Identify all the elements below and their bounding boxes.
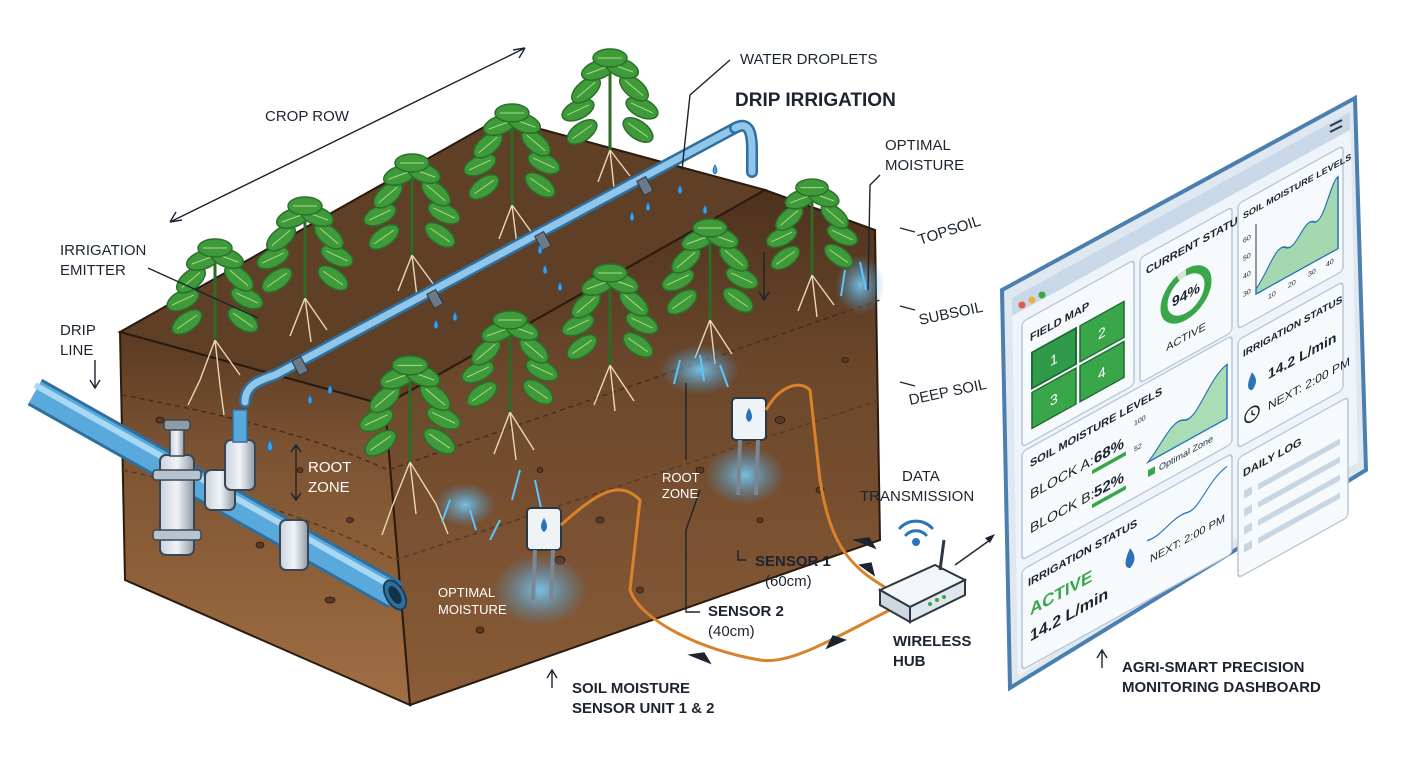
topsoil-boundary (121, 299, 881, 471)
label-data-transmission-1: DATA (902, 468, 940, 485)
clock-icon (1244, 405, 1260, 424)
crop-plants (166, 48, 859, 462)
label-data-transmission-2: TRANSMISSION (860, 488, 974, 505)
label-drip-line-2: LINE (60, 342, 93, 359)
sensor-unit-1 (731, 397, 767, 496)
crop-plant (461, 310, 559, 412)
label-root-zone-right-1: ROOT (662, 470, 700, 485)
label-sensor-1-name: SENSOR 1 (755, 553, 831, 570)
field-map-pane[interactable]: FIELD MAP 1 2 3 4 (1021, 260, 1135, 447)
soil-mid-ytick-1: 100 (1134, 413, 1146, 428)
soil-top-xtick-2: 20 (1288, 277, 1296, 290)
field-block-4-label: 4 (1098, 363, 1106, 383)
field-block-3[interactable] (1031, 366, 1077, 430)
plant-roots (187, 149, 835, 536)
valve-assembly (152, 409, 309, 571)
label-topsoil: TOPSOIL (916, 213, 983, 249)
field-block-3-label: 3 (1050, 390, 1058, 410)
soil-top-xtick-1: 10 (1268, 289, 1276, 302)
label-wireless-hub-2: HUB (893, 653, 926, 670)
window-maximize-icon[interactable] (1038, 291, 1046, 299)
label-sensor-2-depth: (40cm) (708, 623, 755, 640)
field-block-1-label: 1 (1050, 350, 1058, 370)
hamburger-menu-icon[interactable] (1329, 119, 1343, 133)
dashboard-titlebar (1012, 112, 1350, 316)
label-root-zone-left-2: ZONE (308, 479, 350, 496)
label-sensor-1-depth: (60cm) (765, 573, 812, 590)
label-optimal-moisture-bottom-1: OPTIMAL (438, 585, 495, 600)
sensor-unit-2 (526, 507, 562, 601)
soil-top-xtick-3: 30 (1308, 266, 1316, 279)
leader-lines (89, 47, 1108, 688)
field-block-2-label: 2 (1098, 323, 1106, 343)
monitoring-dashboard: FIELD MAP 1 2 3 4 CURRENT STATUS 94% ACT… (999, 94, 1369, 692)
window-minimize-icon[interactable] (1028, 296, 1036, 304)
water-drop-icon-bottom (1125, 548, 1135, 569)
label-sensor-2-name: SENSOR 2 (708, 603, 784, 620)
wire-flow-arrows (687, 537, 877, 665)
crop-plant (463, 103, 561, 205)
label-dashboard-caption-1: AGRI-SMART PRECISION (1122, 659, 1305, 676)
label-drip-irrigation: DRIP IRRIGATION (735, 90, 896, 111)
soil-mid-ytick-2: 52 (1134, 441, 1142, 454)
label-wireless-hub-1: WIRELESS (893, 633, 971, 650)
soil-top-ytick-4: 30 (1243, 286, 1251, 299)
soil-mid-area-series (1145, 363, 1228, 465)
water-droplets (267, 164, 718, 452)
label-irrigation-emitter-2: EMITTER (60, 262, 126, 279)
crop-plant (561, 48, 659, 150)
label-dashboard-caption-2: MONITORING DASHBOARD (1122, 679, 1321, 696)
soil-top-ytick-1: 60 (1243, 232, 1251, 245)
label-optimal-moisture-bottom-2: MOISTURE (438, 602, 507, 617)
label-crop-row: CROP ROW (265, 108, 350, 125)
moisture-glows (435, 255, 885, 626)
crop-plant (561, 263, 659, 365)
crop-plant (661, 218, 759, 320)
crop-plant (256, 196, 354, 298)
daily-log-pane[interactable]: DAILY LOG (1237, 397, 1349, 578)
drip-irrigation-line (239, 119, 758, 420)
field-block-4[interactable] (1079, 340, 1125, 404)
label-deep-soil: DEEP SOIL (907, 376, 988, 409)
soil-top-ytick-2: 50 (1243, 250, 1251, 263)
soil-top-area-series (1255, 175, 1339, 296)
label-root-zone-right-2: ZONE (662, 486, 698, 501)
label-optimal-moisture-top-1: OPTIMAL (885, 137, 951, 154)
wifi-icon (898, 519, 934, 546)
label-root-zone-left-1: ROOT (308, 459, 351, 476)
field-block-1[interactable] (1031, 326, 1077, 391)
label-sensor-unit-2: SENSOR UNIT 1 & 2 (572, 700, 715, 717)
label-sensor-unit-1: SOIL MOISTURE (572, 680, 690, 697)
label-drip-line-1: DRIP (60, 322, 96, 339)
wet-root-strands (441, 261, 867, 541)
irrigation-trend-line (1146, 465, 1228, 542)
soil-top-ytick-3: 40 (1243, 268, 1251, 281)
crop-plant (166, 238, 264, 340)
field-block-2[interactable] (1079, 300, 1125, 364)
sensor-wires (559, 383, 891, 663)
crop-plant (358, 355, 462, 462)
water-drop-icon (1248, 372, 1256, 391)
label-subsoil: SUBSOIL (917, 299, 984, 329)
wireless-hub (877, 519, 968, 624)
window-close-icon[interactable] (1018, 301, 1026, 309)
soil-top-xtick-4: 40 (1326, 256, 1334, 269)
label-water-droplets: WATER DROPLETS (740, 51, 878, 68)
label-irrigation-emitter-1: IRRIGATION (60, 242, 146, 259)
status-progress-ring (1160, 265, 1212, 324)
crop-plant (765, 178, 859, 275)
label-optimal-moisture-top-2: MOISTURE (885, 157, 964, 174)
crop-plant (363, 153, 461, 255)
emitter-couplings (291, 175, 654, 377)
diagram-labels: CROP ROW WATER DROPLETS DRIP IRRIGATION … (60, 51, 1321, 717)
